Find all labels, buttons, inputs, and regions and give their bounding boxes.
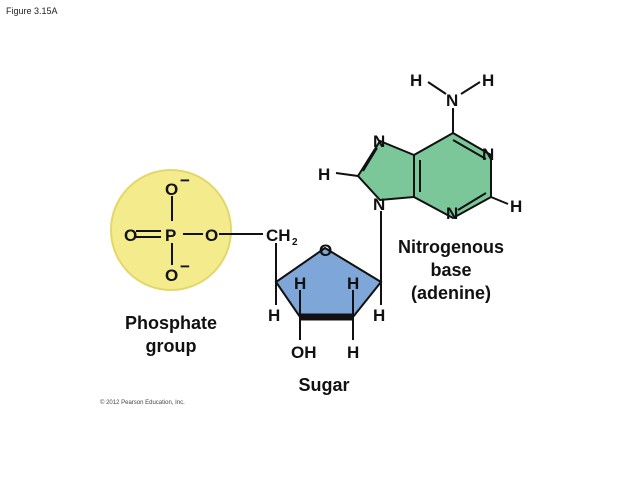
- base-double-bond-3: [457, 192, 487, 211]
- atom-n9: N: [373, 195, 385, 214]
- atom-oh: OH: [291, 343, 317, 362]
- base-five-ring: [356, 139, 415, 202]
- charge-o-top: −: [180, 171, 190, 190]
- base-label-line1: Nitrogenous: [398, 237, 504, 257]
- base-double-bond-4: [362, 147, 378, 172]
- phosphate-label-line1: Phosphate: [125, 313, 217, 333]
- atom-h-amine-right: H: [482, 71, 494, 90]
- phosphate-circle: [110, 169, 232, 291]
- atom-h2: H: [510, 197, 522, 216]
- atom-h-c1-outer: H: [373, 306, 385, 325]
- base-label-line3: (adenine): [411, 283, 491, 303]
- atom-n-amine: N: [446, 91, 458, 110]
- atom-o-bottom: O: [165, 266, 178, 285]
- atom-o-top: O: [165, 180, 178, 199]
- atom-h8: H: [318, 165, 330, 184]
- base-label-line2: base: [430, 260, 471, 280]
- sugar-label: Sugar: [298, 375, 349, 395]
- figure-caption: Figure 3.15A: [6, 6, 58, 16]
- atom-ch2: CH: [266, 226, 291, 245]
- phosphate-label-line2: group: [146, 336, 197, 356]
- atom-h-c4-outer: H: [268, 306, 280, 325]
- atom-ch2-subscript: 2: [292, 237, 298, 248]
- atom-h-c4-inner: H: [294, 274, 306, 293]
- atom-ring-o: O: [319, 241, 332, 260]
- atom-n7: N: [373, 132, 385, 151]
- charge-o-bottom: −: [180, 257, 190, 276]
- atom-h-c2: H: [347, 343, 359, 362]
- bond-c2-h-base: [490, 196, 509, 205]
- bond-n-h-left: [427, 81, 447, 95]
- bond-c8-h: [335, 172, 359, 177]
- atom-p: P: [165, 226, 176, 245]
- copyright-notice: © 2012 Pearson Education, Inc.: [100, 399, 185, 406]
- atom-h-c1-inner: H: [347, 274, 359, 293]
- base-double-bond-2: [452, 139, 487, 160]
- atom-n1: N: [482, 145, 494, 164]
- atom-h-amine-left: H: [410, 71, 422, 90]
- atom-n3: N: [446, 204, 458, 223]
- atom-o-right: O: [205, 226, 218, 245]
- atom-o-left: O: [124, 226, 137, 245]
- bond-n-h-right: [460, 81, 481, 95]
